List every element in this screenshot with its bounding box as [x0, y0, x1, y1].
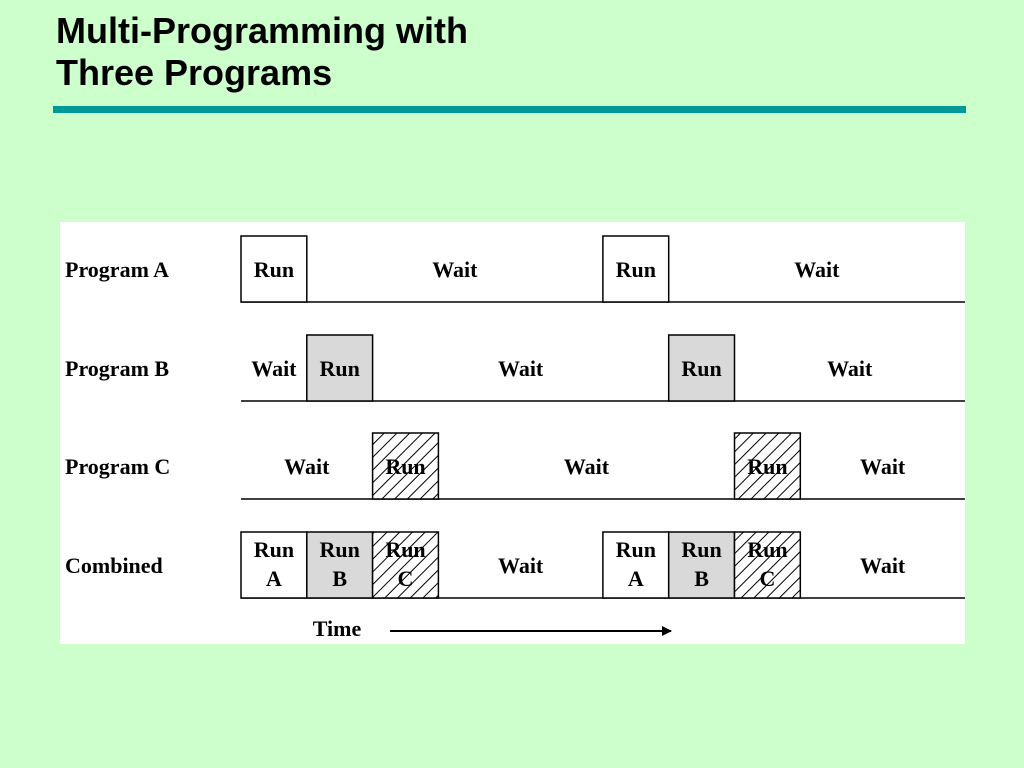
segment-label: Run [747, 454, 787, 479]
segment-label: Run [681, 356, 721, 381]
run-segment-program-c-2: Run [371, 432, 440, 500]
segment-label: Wait [564, 454, 610, 479]
run-segment-program-b-2: Run [306, 334, 374, 402]
wait-segment-program-a-2: Wait [432, 257, 478, 282]
wait-segment-program-c-1: Wait [284, 454, 330, 479]
wait-segment-combined-4: Wait [498, 553, 544, 578]
run-segment-program-a-3: Run [602, 235, 670, 303]
segment-label: Run [747, 537, 787, 562]
segment-label: B [332, 566, 347, 591]
run-box [667, 531, 736, 599]
segment-label: Run [616, 257, 656, 282]
run-box [733, 432, 802, 500]
segment-label: Wait [284, 454, 330, 479]
segment-label: Run [385, 454, 425, 479]
segment-label: Wait [827, 356, 873, 381]
segment-label: Run [681, 537, 721, 562]
segment-label: Wait [498, 553, 544, 578]
run-box [306, 334, 374, 402]
run-box [371, 432, 440, 500]
segment-label: Run [385, 537, 425, 562]
segment-label: B [694, 566, 709, 591]
segment-label: Wait [251, 356, 297, 381]
time-axis: Time [313, 616, 672, 641]
segment-label: Run [320, 537, 360, 562]
time-axis-label: Time [313, 616, 362, 641]
row-program-a: Program A Run Wait Run Wait [65, 235, 965, 303]
run-box [371, 531, 440, 599]
segment-label: Wait [432, 257, 478, 282]
segment-label: C [398, 566, 414, 591]
run-box [240, 235, 308, 303]
run-box [667, 334, 736, 402]
wait-segment-program-c-5: Wait [860, 454, 906, 479]
wait-segment-program-b-5: Wait [827, 356, 873, 381]
run-segment-program-b-4: Run [667, 334, 736, 402]
segment-label: A [628, 566, 644, 591]
run-box [602, 235, 670, 303]
run-segment-program-a-1: Run [240, 235, 308, 303]
segment-label: C [759, 566, 775, 591]
row-label-program-a: Program A [65, 257, 169, 282]
segment-label: Wait [860, 553, 906, 578]
segment-label: Run [320, 356, 360, 381]
run-box [733, 531, 802, 599]
row-label-program-b: Program B [65, 356, 169, 381]
wait-segment-combined-8: Wait [860, 553, 906, 578]
segment-label: Run [254, 257, 294, 282]
segment-label: Wait [860, 454, 906, 479]
row-label-combined: Combined [65, 553, 163, 578]
wait-segment-program-c-3: Wait [564, 454, 610, 479]
segment-label: A [266, 566, 282, 591]
run-segment-program-c-4: Run [733, 432, 802, 500]
segment-label: Run [254, 537, 294, 562]
slide-title-line-2: Three Programs [56, 52, 333, 93]
slide-title-line-1: Multi-Programming with [56, 10, 468, 51]
row-label-program-c: Program C [65, 454, 170, 479]
segment-label: Wait [794, 257, 840, 282]
wait-segment-program-b-1: Wait [251, 356, 297, 381]
title-underline-rule [53, 106, 966, 113]
run-box [602, 531, 670, 599]
slide-title: Multi-Programming with Three Programs [56, 10, 468, 94]
segment-label: Wait [498, 356, 544, 381]
wait-segment-program-a-4: Wait [794, 257, 840, 282]
wait-segment-program-b-3: Wait [498, 356, 544, 381]
row-program-b: Program B Wait Run Wait Run Wait [65, 334, 965, 402]
segment-label: Run [616, 537, 656, 562]
row-program-c: Program C Wait Run Wait Run Wait [65, 432, 965, 500]
